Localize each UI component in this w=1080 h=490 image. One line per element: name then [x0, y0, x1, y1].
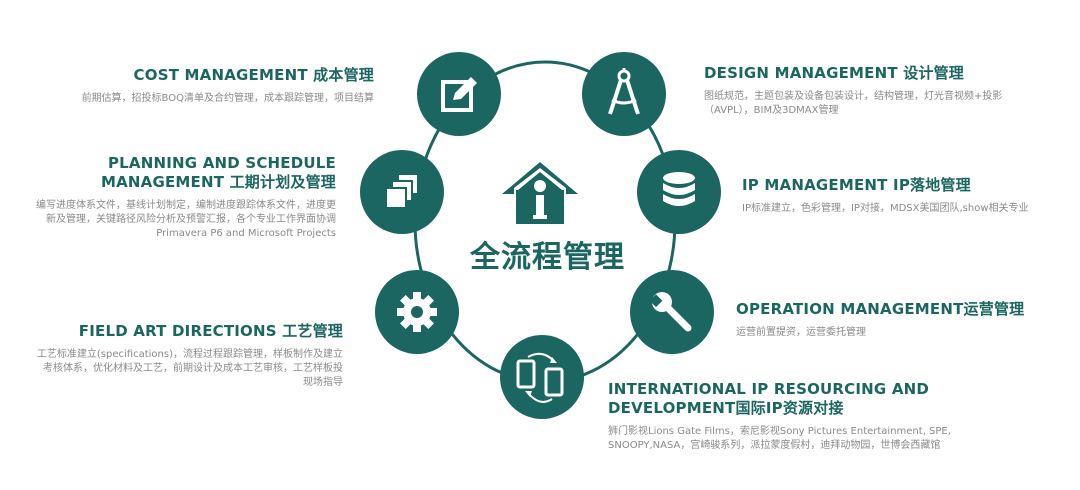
- international-ip-node: [500, 335, 584, 419]
- planning-title-line: MANAGEMENT 工期计划及管理: [100, 173, 336, 191]
- cost-node: [417, 52, 501, 136]
- pencil-square-icon: [441, 77, 477, 112]
- design-node: [582, 52, 666, 136]
- wrench-icon: [649, 292, 692, 332]
- phone-exchange-icon: [516, 352, 564, 403]
- planning-title-line: PLANNING AND SCHEDULE: [107, 154, 336, 172]
- database-icon: [663, 172, 695, 206]
- international-ip-title: INTERNATIONAL IP RESOURCING AND DEVELOPM…: [608, 380, 951, 418]
- planning-desc-line: 编写进度体系文件，基线计划制定，编制进度跟踪体系文件，进度更: [36, 200, 336, 211]
- ip-node: [637, 150, 721, 234]
- operation-title: OPERATION MANAGEMENT运营管理: [736, 300, 1025, 318]
- cost-desc: 前期估算，招投标BOQ清单及合约管理，成本跟踪管理，项目结算: [81, 93, 374, 104]
- drafting-compass-icon: [608, 68, 640, 115]
- field-art-node: [375, 270, 459, 354]
- design-desc-line: 图纸规范，主题包装及设备包装设计，结构管理，灯光音视频+投影: [704, 91, 1003, 102]
- field-art-desc: 工艺标准建立(specifications)，流程过程跟踪管理，样板制作及建立 …: [37, 348, 343, 390]
- house-info-icon: [502, 162, 578, 224]
- stacked-squares-icon: [385, 173, 419, 209]
- planning-desc: 编写进度体系文件，基线计划制定，编制进度跟踪体系文件，进度更 新及管理，关键路径…: [36, 199, 336, 241]
- planning-node: [360, 150, 444, 234]
- international-ip-title-line: DEVELOPMENT国际IP资源对接: [608, 399, 844, 417]
- design-desc-line: （AVPL），BIM及3DMAX管理: [704, 105, 839, 116]
- ip-title: IP MANAGEMENT IP落地管理: [742, 176, 971, 194]
- cost-title: COST MANAGEMENT 成本管理: [133, 66, 374, 84]
- field-art-desc-line: 考核体系，优化材料及工艺，前期设计及成本工艺审核，工艺样板投: [43, 363, 343, 374]
- international-ip-block: INTERNATIONAL IP RESOURCING AND DEVELOPM…: [608, 380, 951, 453]
- ip-block: IP MANAGEMENT IP落地管理 IP标准建立，色彩管理，IP对接，MD…: [742, 176, 1029, 216]
- gear-icon: [397, 292, 437, 332]
- design-block: DESIGN MANAGEMENT 设计管理 图纸规范，主题包装及设备包装设计，…: [704, 64, 1002, 118]
- operation-desc: 运营前置提资，运营委托管理: [736, 327, 866, 338]
- center-title: 全流程管理: [470, 240, 625, 275]
- international-ip-desc-line: SNOOPY,NASA，宫崎骏系列，派拉蒙度假村，迪拜动物园，世博会西藏馆: [608, 440, 941, 451]
- operation-node: [630, 270, 714, 354]
- cost-block: COST MANAGEMENT 成本管理 前期估算，招投标BOQ清单及合约管理，…: [82, 66, 374, 106]
- field-art-title: FIELD ART DIRECTIONS 工艺管理: [78, 322, 343, 340]
- field-art-desc-line: 工艺标准建立(specifications)，流程过程跟踪管理，样板制作及建立: [36, 349, 343, 360]
- design-desc: 图纸规范，主题包装及设备包装设计，结构管理，灯光音视频+投影 （AVPL），BI…: [704, 90, 1002, 118]
- ip-desc: IP标准建立，色彩管理，IP对接，MDSX美国团队,show相关专业: [742, 203, 1029, 214]
- international-ip-desc: 狮门影视Lions Gate Films，索尼影视Sony Pictures E…: [608, 425, 951, 453]
- operation-block: OPERATION MANAGEMENT运营管理 运营前置提资，运营委托管理: [736, 300, 1024, 340]
- planning-desc-line: Primavera P6 and Microsoft Projects: [156, 228, 336, 239]
- international-ip-title-line: INTERNATIONAL IP RESOURCING AND: [608, 380, 930, 398]
- international-ip-desc-line: 狮门影视Lions Gate Films，索尼影视Sony Pictures E…: [608, 426, 951, 437]
- planning-title: PLANNING AND SCHEDULE MANAGEMENT 工期计划及管理: [36, 154, 336, 192]
- design-title: DESIGN MANAGEMENT 设计管理: [704, 64, 965, 82]
- field-art-desc-line: 现场指导: [303, 377, 343, 388]
- field-art-block: FIELD ART DIRECTIONS 工艺管理 工艺标准建立(specifi…: [37, 322, 343, 390]
- planning-block: PLANNING AND SCHEDULE MANAGEMENT 工期计划及管理…: [36, 154, 336, 241]
- planning-desc-line: 新及管理，关键路径风险分析及预警汇报，各个专业工作界面协调: [46, 214, 336, 225]
